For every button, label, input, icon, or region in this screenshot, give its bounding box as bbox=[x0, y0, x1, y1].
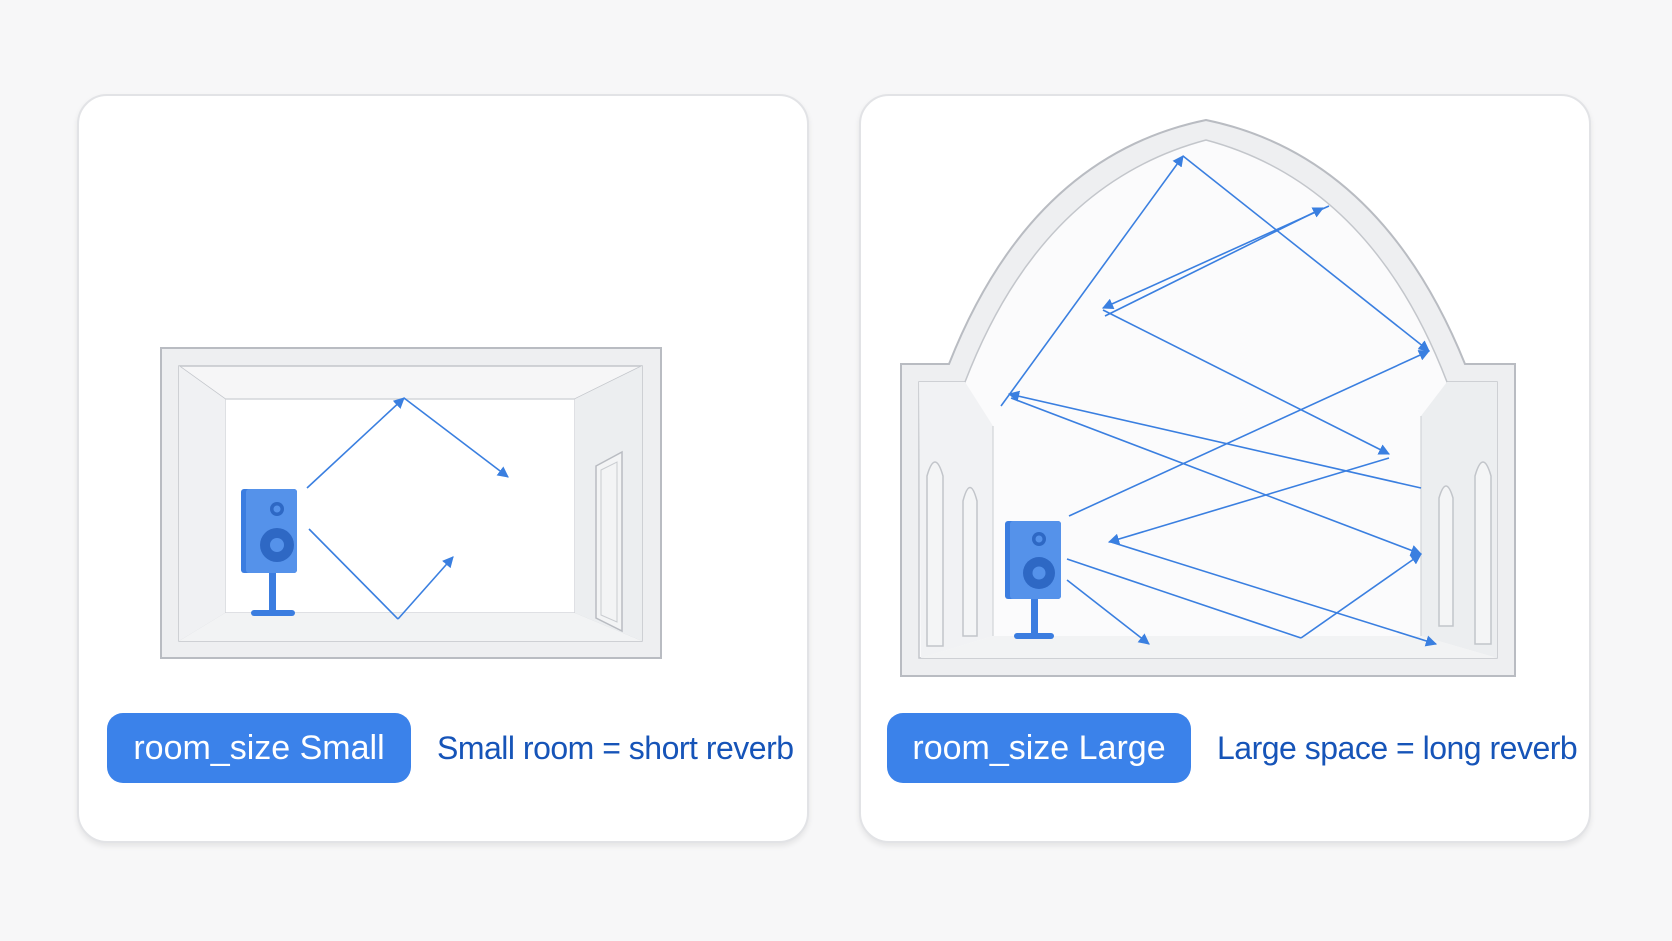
large-space-diagram bbox=[900, 118, 1516, 677]
speaker-icon bbox=[241, 489, 297, 616]
speaker-icon bbox=[1005, 521, 1061, 639]
large-space-panel: room_size Large Large space = long rever… bbox=[859, 94, 1591, 843]
room-caption: Small room = short reverb bbox=[437, 730, 794, 766]
room-size-badge[interactable]: room_size Large bbox=[887, 713, 1191, 783]
sound-reflections bbox=[306, 397, 509, 620]
small-room-diagram bbox=[160, 347, 662, 659]
room-caption: Large space = long reverb bbox=[1217, 730, 1578, 766]
arch-window-icon bbox=[926, 461, 1492, 647]
small-room-panel: room_size Small Small room = short rever… bbox=[77, 94, 809, 843]
sound-reflections bbox=[1000, 155, 1438, 647]
room-size-badge[interactable]: room_size Small bbox=[107, 713, 411, 783]
door-icon bbox=[595, 450, 623, 633]
